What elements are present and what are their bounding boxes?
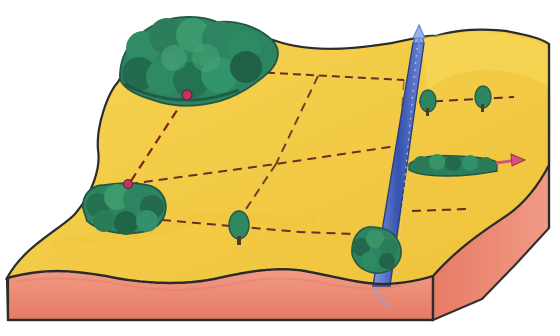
riverside-bush — [352, 227, 401, 273]
forest-patch-left — [83, 180, 166, 236]
